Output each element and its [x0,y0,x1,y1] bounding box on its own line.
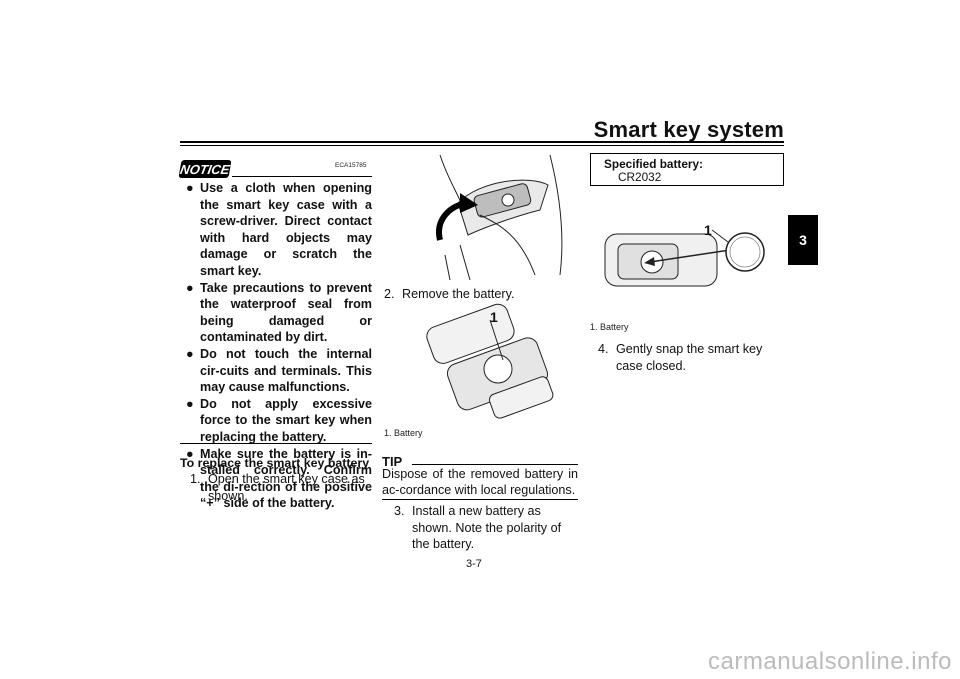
spec-value: CR2032 [618,170,662,184]
notice-bullet-list: ● Use a cloth when opening the smart key … [186,180,372,512]
spec-box [590,153,784,186]
notice-end-rule [180,443,372,444]
bullet-dot-icon: ● [186,181,194,195]
notice-badge: NOTICE [178,160,232,178]
tip-bottom-rule [382,499,578,500]
step-1: 1. Open the smart key case as shown. [190,471,372,504]
open-case-illustration [436,154,563,281]
step-4: 4. Gently snap the smart key case closed. [598,341,786,374]
figure3-caption: 1. Battery [590,322,629,332]
watermark: carmanualsonline.info [708,648,952,675]
step-text: Install a new battery as shown. Note the… [412,504,562,552]
notice-bullet: ● Do not touch the internal cir-cuits and… [186,346,372,396]
step-number: 2. [384,287,395,301]
step-3: 3. Install a new battery as shown. Note t… [394,503,580,553]
remove-battery-illustration [426,303,554,419]
notice-bullet-text: Do not touch the internal cir-cuits and … [200,346,372,395]
step-number: 1. [190,472,201,486]
step-number: 3. [394,504,405,518]
figure2-callout: 1 [490,309,498,325]
notice-bullet-text: Do not apply excessive force to the smar… [200,396,372,444]
procedure-heading: To replace the smart key battery [180,456,370,470]
figure3-callout: 1 [704,222,712,238]
header-rule-thin [180,145,784,146]
notice-bullet: ● Take precautions to prevent the waterpr… [186,280,372,346]
notice-bullet-text: Make sure the battery is in-stalled corr… [200,446,372,511]
install-battery-illustration [604,229,765,287]
figure2-caption: 1. Battery [384,428,423,438]
step-2: 2. Remove the battery. [384,286,580,303]
page-number: 3-7 [466,558,482,570]
step-text: Open the smart key case as shown. [208,472,365,503]
header-rule [180,141,784,143]
notice-code: ECA15785 [335,162,367,169]
tip-label: TIP [382,454,403,469]
chapter-tab: 3 [788,215,818,265]
notice-bullet: ● Make sure the battery is in-stalled cor… [186,446,372,512]
step-text: Gently snap the smart key case closed. [616,342,763,373]
tip-top-rule [412,464,578,465]
notice-bullet: ● Use a cloth when opening the smart key … [186,180,372,280]
bullet-dot-icon: ● [186,346,194,361]
bullet-dot-icon: ● [186,396,194,411]
tip-text: Dispose of the removed battery in ac-cor… [382,467,578,498]
bullet-dot-icon: ● [186,280,194,295]
notice-bullet-text: Use a cloth when opening the smart key c… [200,181,372,278]
notice-bullet: ● Do not apply excessive force to the sma… [186,396,372,446]
step-text: Remove the battery. [402,287,515,301]
bullet-dot-icon: ● [186,446,194,461]
notice-bullet-text: Take precautions to prevent the waterpro… [200,280,372,345]
notice-divider [232,176,372,177]
step-number: 4. [598,342,609,356]
spec-title: Specified battery: [604,157,703,171]
page-title: Smart key system [593,117,784,142]
